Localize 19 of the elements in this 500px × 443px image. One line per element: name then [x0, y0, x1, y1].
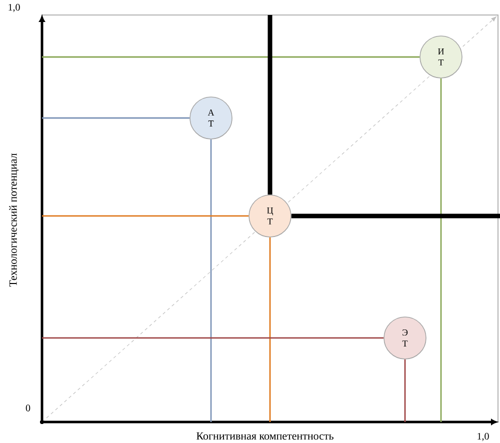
- connector-line: [42, 56, 420, 58]
- circle-node: Ц Т: [248, 194, 292, 238]
- connector-line: [268, 15, 272, 195]
- connector-line: [42, 117, 190, 119]
- connector-line: [404, 359, 406, 422]
- axis-title: Технологический потенциал: [8, 152, 20, 288]
- connector-line: [42, 337, 384, 339]
- axis-title: Когнитивная компетентность: [195, 431, 335, 441]
- connector-line: [42, 215, 249, 217]
- connector-line: [210, 139, 212, 422]
- connector-line: [291, 214, 500, 218]
- circle-node: Э Т: [384, 316, 426, 360]
- tick-label: 0: [24, 404, 32, 412]
- tick-label: 1,0: [476, 432, 490, 442]
- circle-node: И Т: [420, 36, 462, 78]
- tick-label: 1,0: [6, 2, 22, 14]
- circle-node: А Т: [190, 96, 232, 140]
- connector-line: [269, 237, 271, 422]
- connector-line: [440, 78, 442, 422]
